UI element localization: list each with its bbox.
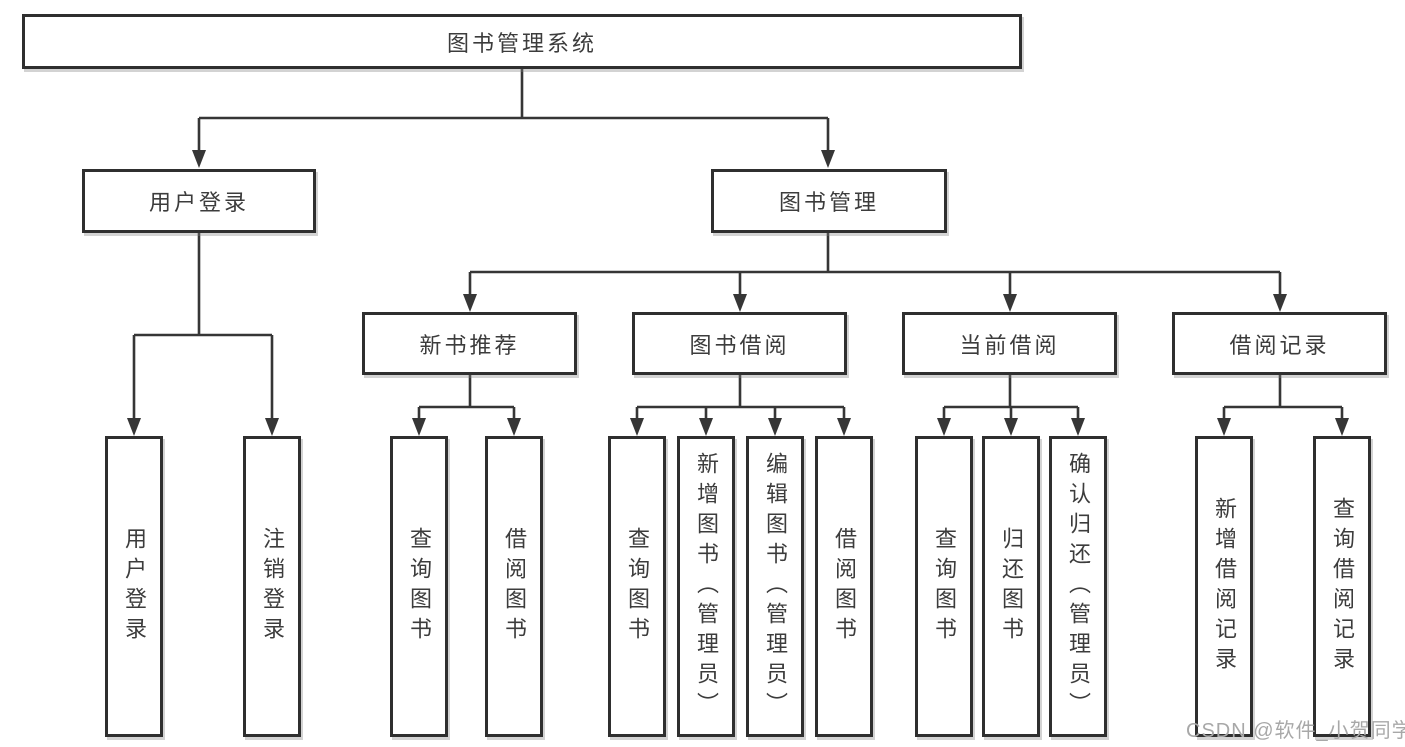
leaf-label: 用户登录 xyxy=(122,526,147,647)
node-label: 用户登录 xyxy=(148,190,249,215)
leaf-return-books: 归还图书 xyxy=(982,436,1040,737)
leaf-newbook-query-books: 查询图书 xyxy=(390,436,448,737)
node-borrowing-records: 借阅记录 xyxy=(1172,312,1387,375)
leaf-label: 确认归还（管理员） xyxy=(1066,451,1091,722)
node-book-management: 图书管理 xyxy=(711,169,947,233)
leaf-label: 新增图书（管理员） xyxy=(694,451,719,722)
leaf-borrow-query-books: 查询图书 xyxy=(608,436,666,737)
leaf-query-borrow-record: 查询借阅记录 xyxy=(1313,436,1371,737)
leaf-user-login: 用户登录 xyxy=(105,436,163,737)
tree-connector-path xyxy=(132,69,1344,420)
leaf-label: 查询图书 xyxy=(625,526,650,647)
leaf-label: 查询图书 xyxy=(932,526,957,647)
node-label: 当前借阅 xyxy=(959,332,1060,358)
leaf-label: 借阅图书 xyxy=(502,526,527,647)
node-label: 新书推荐 xyxy=(419,332,520,358)
leaf-label: 查询借阅记录 xyxy=(1330,496,1355,677)
watermark: CSDN @软件_小贺同学 xyxy=(1186,720,1405,742)
node-book-borrowing: 图书借阅 xyxy=(632,312,847,375)
leaf-label: 注销登录 xyxy=(260,526,285,647)
leaf-label: 借阅图书 xyxy=(832,526,857,647)
arrowhead-icons xyxy=(127,150,1349,436)
node-label: 借阅记录 xyxy=(1229,332,1330,358)
leaf-label: 查询图书 xyxy=(407,526,432,647)
leaf-label: 编辑图书（管理员） xyxy=(763,451,788,722)
node-library-management-system: 图书管理系统 xyxy=(22,14,1022,69)
node-label: 图书借阅 xyxy=(689,332,790,358)
leaf-add-borrow-record: 新增借阅记录 xyxy=(1195,436,1253,737)
leaf-label: 新增借阅记录 xyxy=(1212,496,1237,677)
node-new-book-recommend: 新书推荐 xyxy=(362,312,577,375)
leaf-borrow-books: 借阅图书 xyxy=(815,436,873,737)
node-label: 图书管理系统 xyxy=(446,30,597,56)
node-current-borrowing: 当前借阅 xyxy=(902,312,1117,375)
leaf-logout: 注销登录 xyxy=(243,436,301,737)
node-user-login: 用户登录 xyxy=(82,169,316,233)
leaf-edit-books-admin: 编辑图书（管理员） xyxy=(746,436,804,737)
leaf-label: 归还图书 xyxy=(999,526,1024,647)
leaf-current-query-books: 查询图书 xyxy=(915,436,973,737)
leaf-newbook-borrow-books: 借阅图书 xyxy=(485,436,543,737)
leaf-confirm-return-admin: 确认归还（管理员） xyxy=(1049,436,1107,737)
leaf-add-books-admin: 新增图书（管理员） xyxy=(677,436,735,737)
node-label: 图书管理 xyxy=(778,190,879,215)
